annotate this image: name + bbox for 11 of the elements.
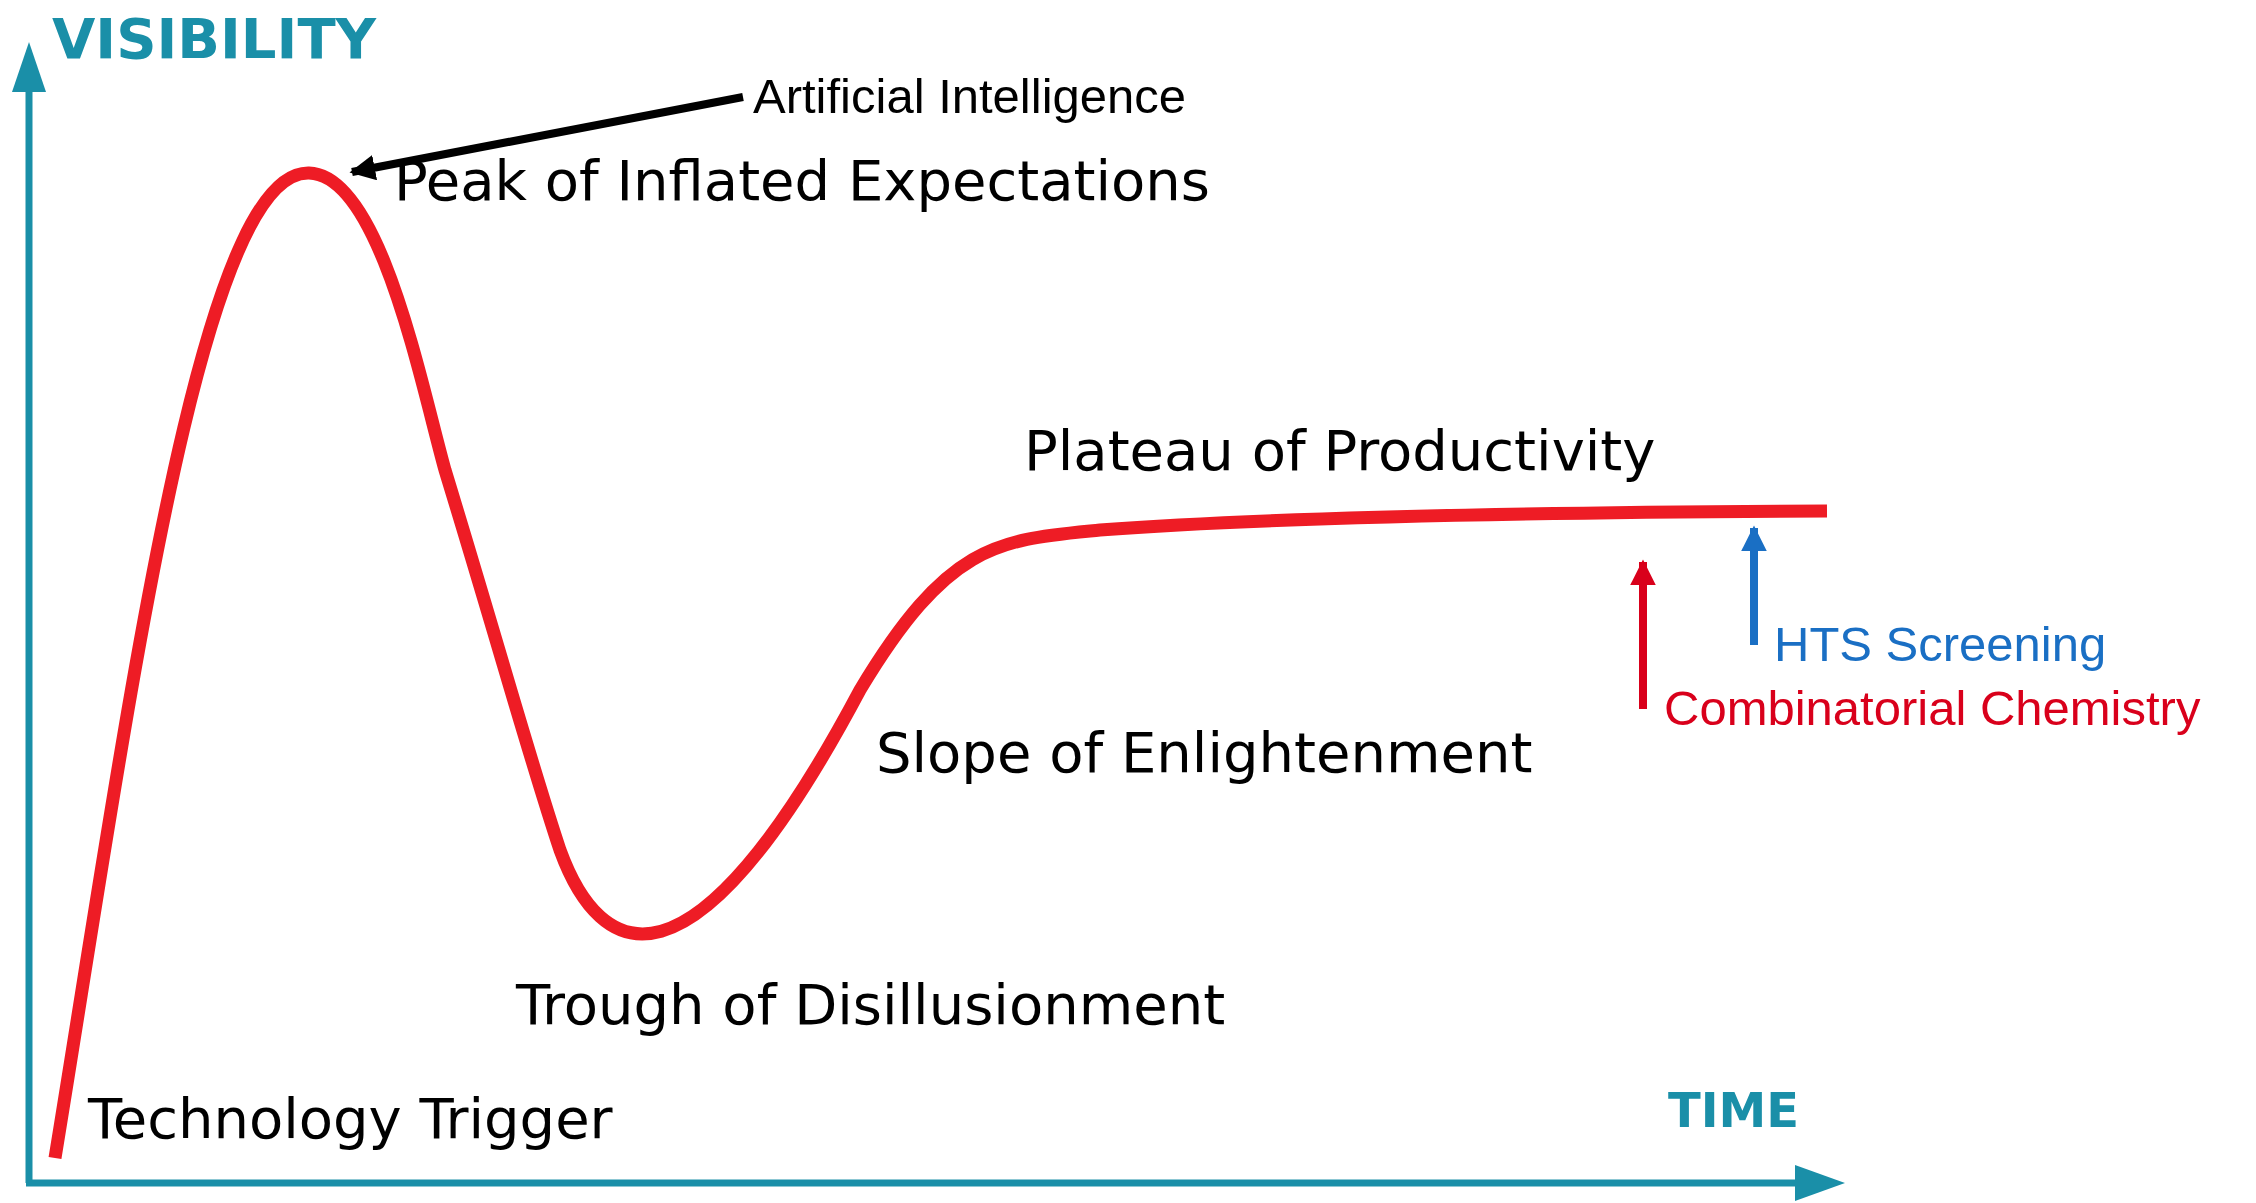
phase-label: Slope of Enlightenment [876, 722, 1533, 784]
axis-title: VISIBILITY [52, 8, 377, 70]
callout-label: Combinatorial Chemistry [1664, 682, 2201, 736]
axis-title: TIME [1668, 1084, 1800, 1137]
phase-label: Plateau of Productivity [1024, 420, 1656, 482]
phase-label: Trough of Disillusionment [516, 974, 1226, 1036]
phase-label: Technology Trigger [88, 1088, 613, 1150]
callout-label: HTS Screening [1774, 618, 2107, 672]
phase-label: Peak of Inflated Expectations [394, 150, 1210, 212]
callout-label: Artificial Intelligence [753, 70, 1187, 124]
arrow [349, 93, 744, 181]
